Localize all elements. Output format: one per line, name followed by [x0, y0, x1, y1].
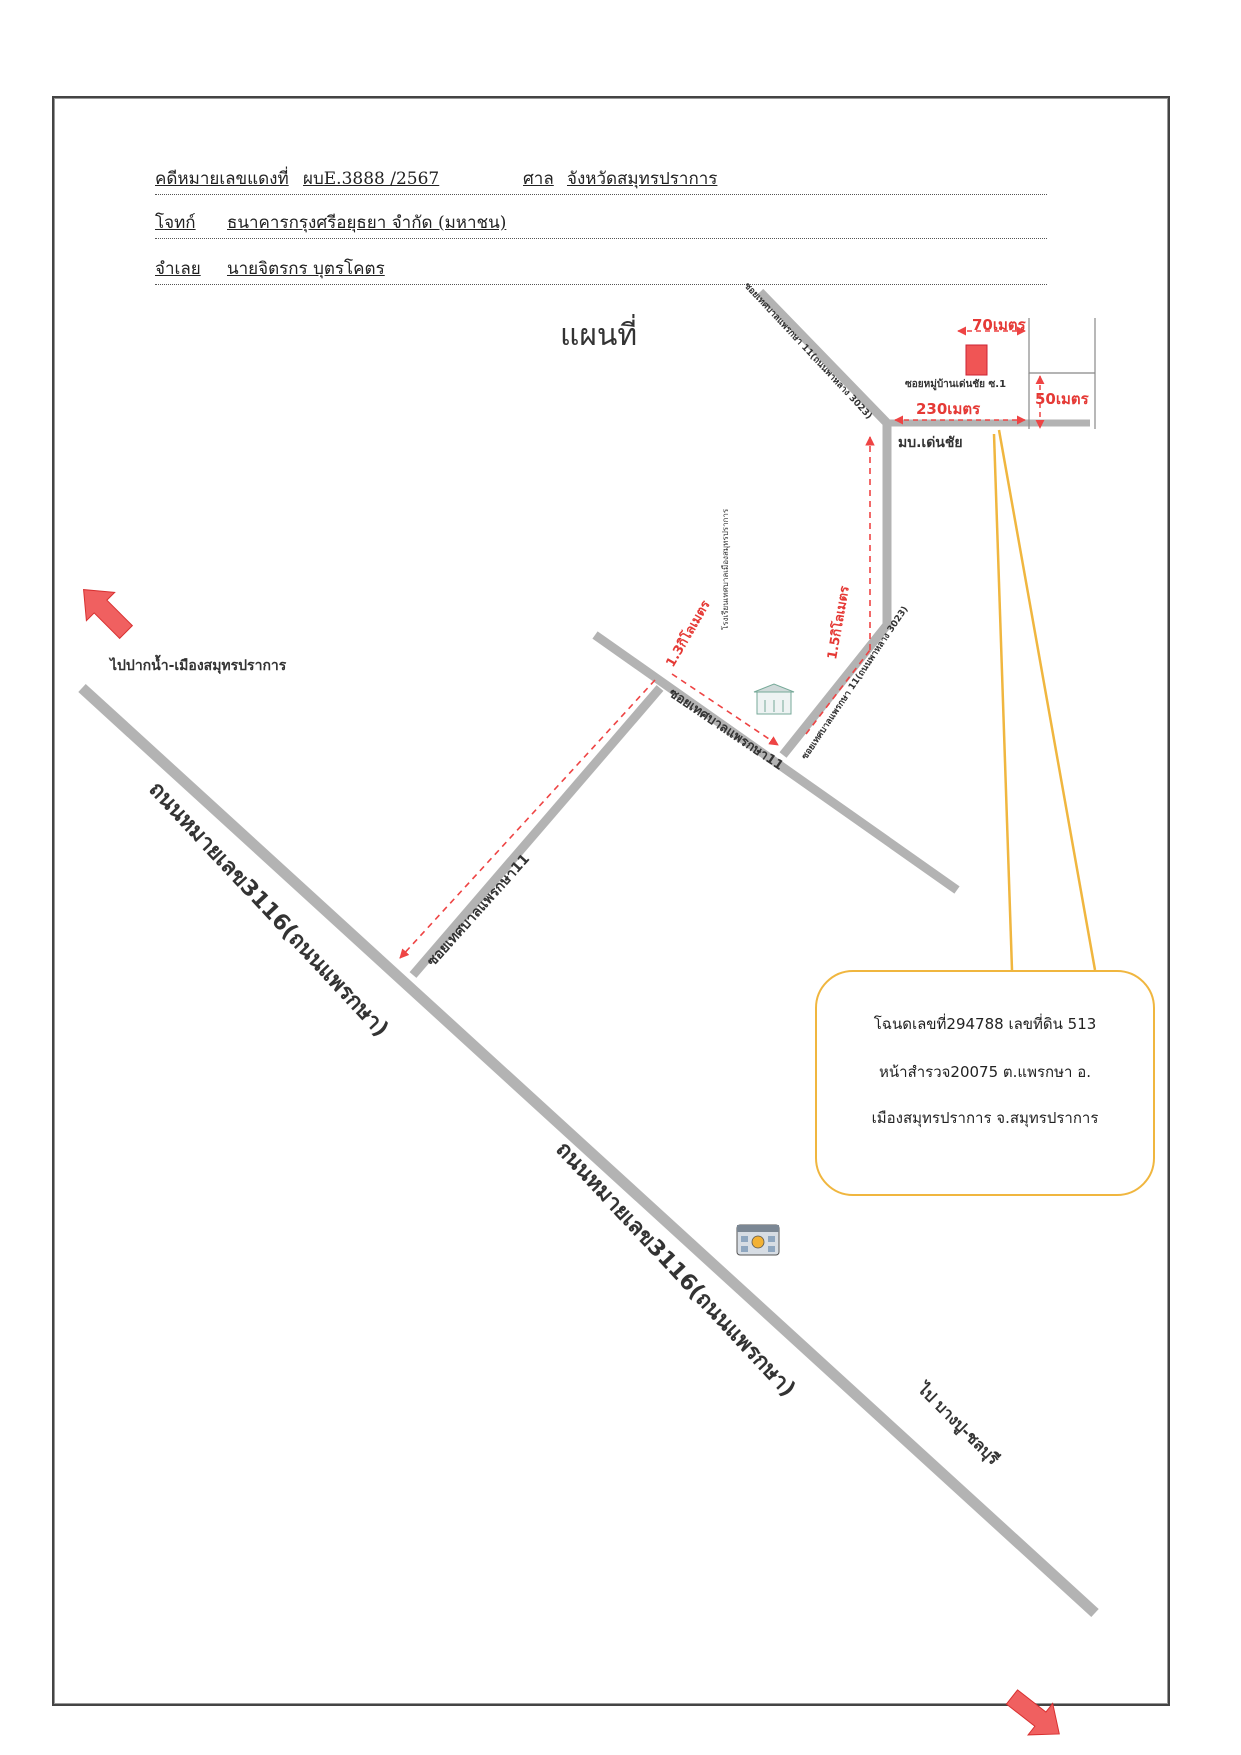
property-marker — [965, 344, 988, 376]
page-frame — [52, 96, 1170, 1706]
direction-label-nw: ไปปากน้ำ-เมืองสมุทรปราการ — [108, 654, 287, 674]
map-title: แผนที่ — [560, 314, 637, 353]
case-number: ผบE.3888 /2567 — [303, 169, 440, 189]
court-name: จังหวัดสมุทรปราการ — [567, 169, 718, 189]
plaintiff-label: โจทก์ — [155, 213, 196, 233]
defendant-name: นายจิตรกร บุตรโคตร — [227, 259, 385, 279]
soi-prasksa-11-upper — [756, 288, 892, 758]
soi-label-upper: ซอยเทศบาลแพรกษา 11(ถนนพาหลาง 3023) — [742, 281, 874, 421]
distance-1-3km: 1.3กิโลเมตร — [662, 597, 714, 670]
deed-info-line-2: หน้าสำรวจ20075 ต.แพรกษา อ. — [879, 1063, 1091, 1081]
soi-label-right: ซอยเทศบาลแพรกษา 11(ถนนพาหลาง 3023) — [800, 605, 910, 762]
plaintiff-name: ธนาคารกรุงศรีอยุธยา จำกัด (มหาชน) — [227, 213, 507, 233]
header-plaintiff-line: โจทก์ ธนาคารกรุงศรีอยุธยา จำกัด (มหาชน) — [155, 210, 1047, 239]
court-label: ศาล — [523, 169, 554, 189]
callout-line-left — [992, 433, 1014, 971]
dim-50-label: 50เมตร — [1035, 390, 1090, 408]
highway-3116 — [78, 683, 1099, 1618]
route-segment-1 — [399, 679, 656, 959]
deed-info-callout: โฉนดเลขที่294788 เลขที่ดิน 513 หน้าสำรวจ… — [815, 970, 1155, 1196]
parcel-outline — [1028, 318, 1096, 429]
direction-arrow-nw — [83, 589, 134, 640]
callout-line-right — [997, 429, 1097, 971]
header-case-line: คดีหมายเลขแดงที่ ผบE.3888 /2567 ศาล จังห… — [155, 166, 1047, 195]
school-label: โรงเรียนเทศบาลเมืองสมุทรปราการ — [720, 508, 730, 630]
deed-info-line-1: โฉนดเลขที่294788 เลขที่ดิน 513 — [873, 1015, 1097, 1033]
route-segment-3 — [805, 649, 871, 735]
soi-prasksa-11-cross — [592, 631, 960, 894]
village-soi-label: ซอยหมู่บ้านเด่นชัย ซ.1 — [905, 378, 1006, 391]
village-label: มบ.เด่นชัย — [898, 435, 963, 451]
case-label: คดีหมายเลขแดงที่ — [155, 169, 289, 189]
header-defendant-line: จำเลย นายจิตรกร บุตรโคตร — [155, 256, 1047, 285]
distance-1-5km: 1.5กิโลเมตร — [823, 585, 853, 661]
deed-info-line-3: เมืองสมุทรปราการ จ.สมุทรปราการ — [871, 1109, 1099, 1127]
defendant-label: จำเลย — [155, 259, 201, 279]
bank-icon — [736, 1224, 780, 1256]
dim-230-label: 230เมตร — [916, 400, 981, 418]
highway-label-2: ถนนหมายเลข3116(ถนนแพรกษา) — [551, 1137, 801, 1402]
soi-label-lower: ซอยเทศบาลแพรกษา11 — [424, 851, 533, 970]
soi-prasksa-11-lower — [409, 685, 664, 978]
direction-arrow-se — [1005, 1689, 1060, 1736]
school-icon — [753, 683, 795, 715]
highway-label-1: ถนนหมายเลข3116(ถนนแพรกษา) — [144, 777, 394, 1042]
dim-70-label: 70เมตร — [972, 316, 1027, 334]
